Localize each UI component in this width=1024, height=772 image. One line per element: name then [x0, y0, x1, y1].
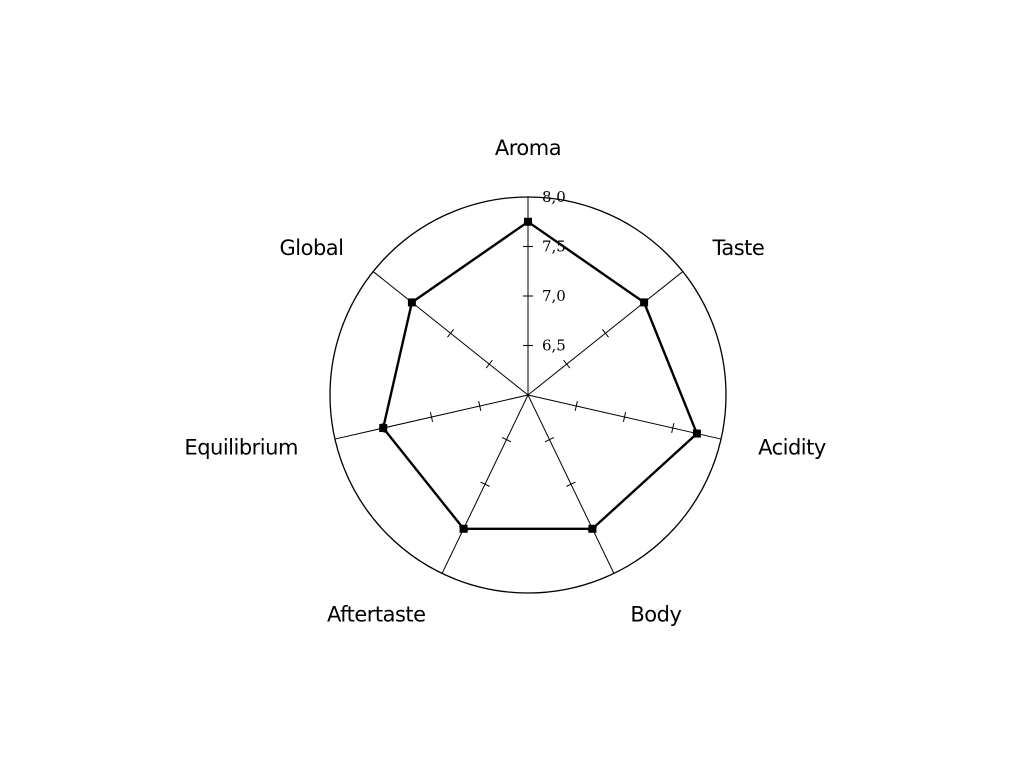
data-point-body [588, 524, 597, 533]
tick-mark-aftertaste [501, 436, 512, 443]
tick-mark-body [544, 436, 555, 443]
tick-mark-body [566, 481, 576, 487]
axis-label-taste: Taste [712, 236, 765, 260]
tick-mark-taste [563, 359, 571, 369]
data-point-aroma [524, 217, 532, 226]
tick-mark-equilibrium [429, 412, 434, 423]
data-point-equilibrium [379, 424, 388, 433]
data-point-acidity [692, 429, 701, 438]
data-point-global [407, 298, 416, 307]
tick-label: 6,5 [542, 337, 566, 355]
tick-label: 8,0 [542, 188, 566, 206]
axis-label-equilibrium: Equilibrium [184, 436, 297, 460]
tick-mark-acidity [574, 401, 578, 412]
series-line [382, 220, 699, 530]
grid-layer [329, 196, 727, 594]
tick-label: 7,0 [542, 287, 566, 305]
tick-mark-global [447, 329, 455, 338]
tick-mark-taste [601, 329, 609, 338]
tick-mark-acidity [671, 423, 675, 434]
tick-mark-acidity [622, 412, 627, 423]
axis-label-acidity: Acidity [758, 436, 826, 460]
axis-label-global: Global [279, 236, 343, 260]
tick-mark-global [485, 359, 493, 369]
tick-mark-equilibrium [478, 401, 482, 412]
tick-label: 7,5 [542, 238, 566, 256]
tick-mark-aftertaste [480, 481, 490, 487]
axis-label-aroma: Aroma [495, 136, 561, 160]
axis-label-aftertaste: Aftertaste [327, 603, 426, 627]
data-layer [379, 217, 701, 533]
axis-label-body: Body [630, 603, 681, 627]
data-point-taste [640, 298, 649, 307]
data-point-aftertaste [459, 524, 468, 533]
